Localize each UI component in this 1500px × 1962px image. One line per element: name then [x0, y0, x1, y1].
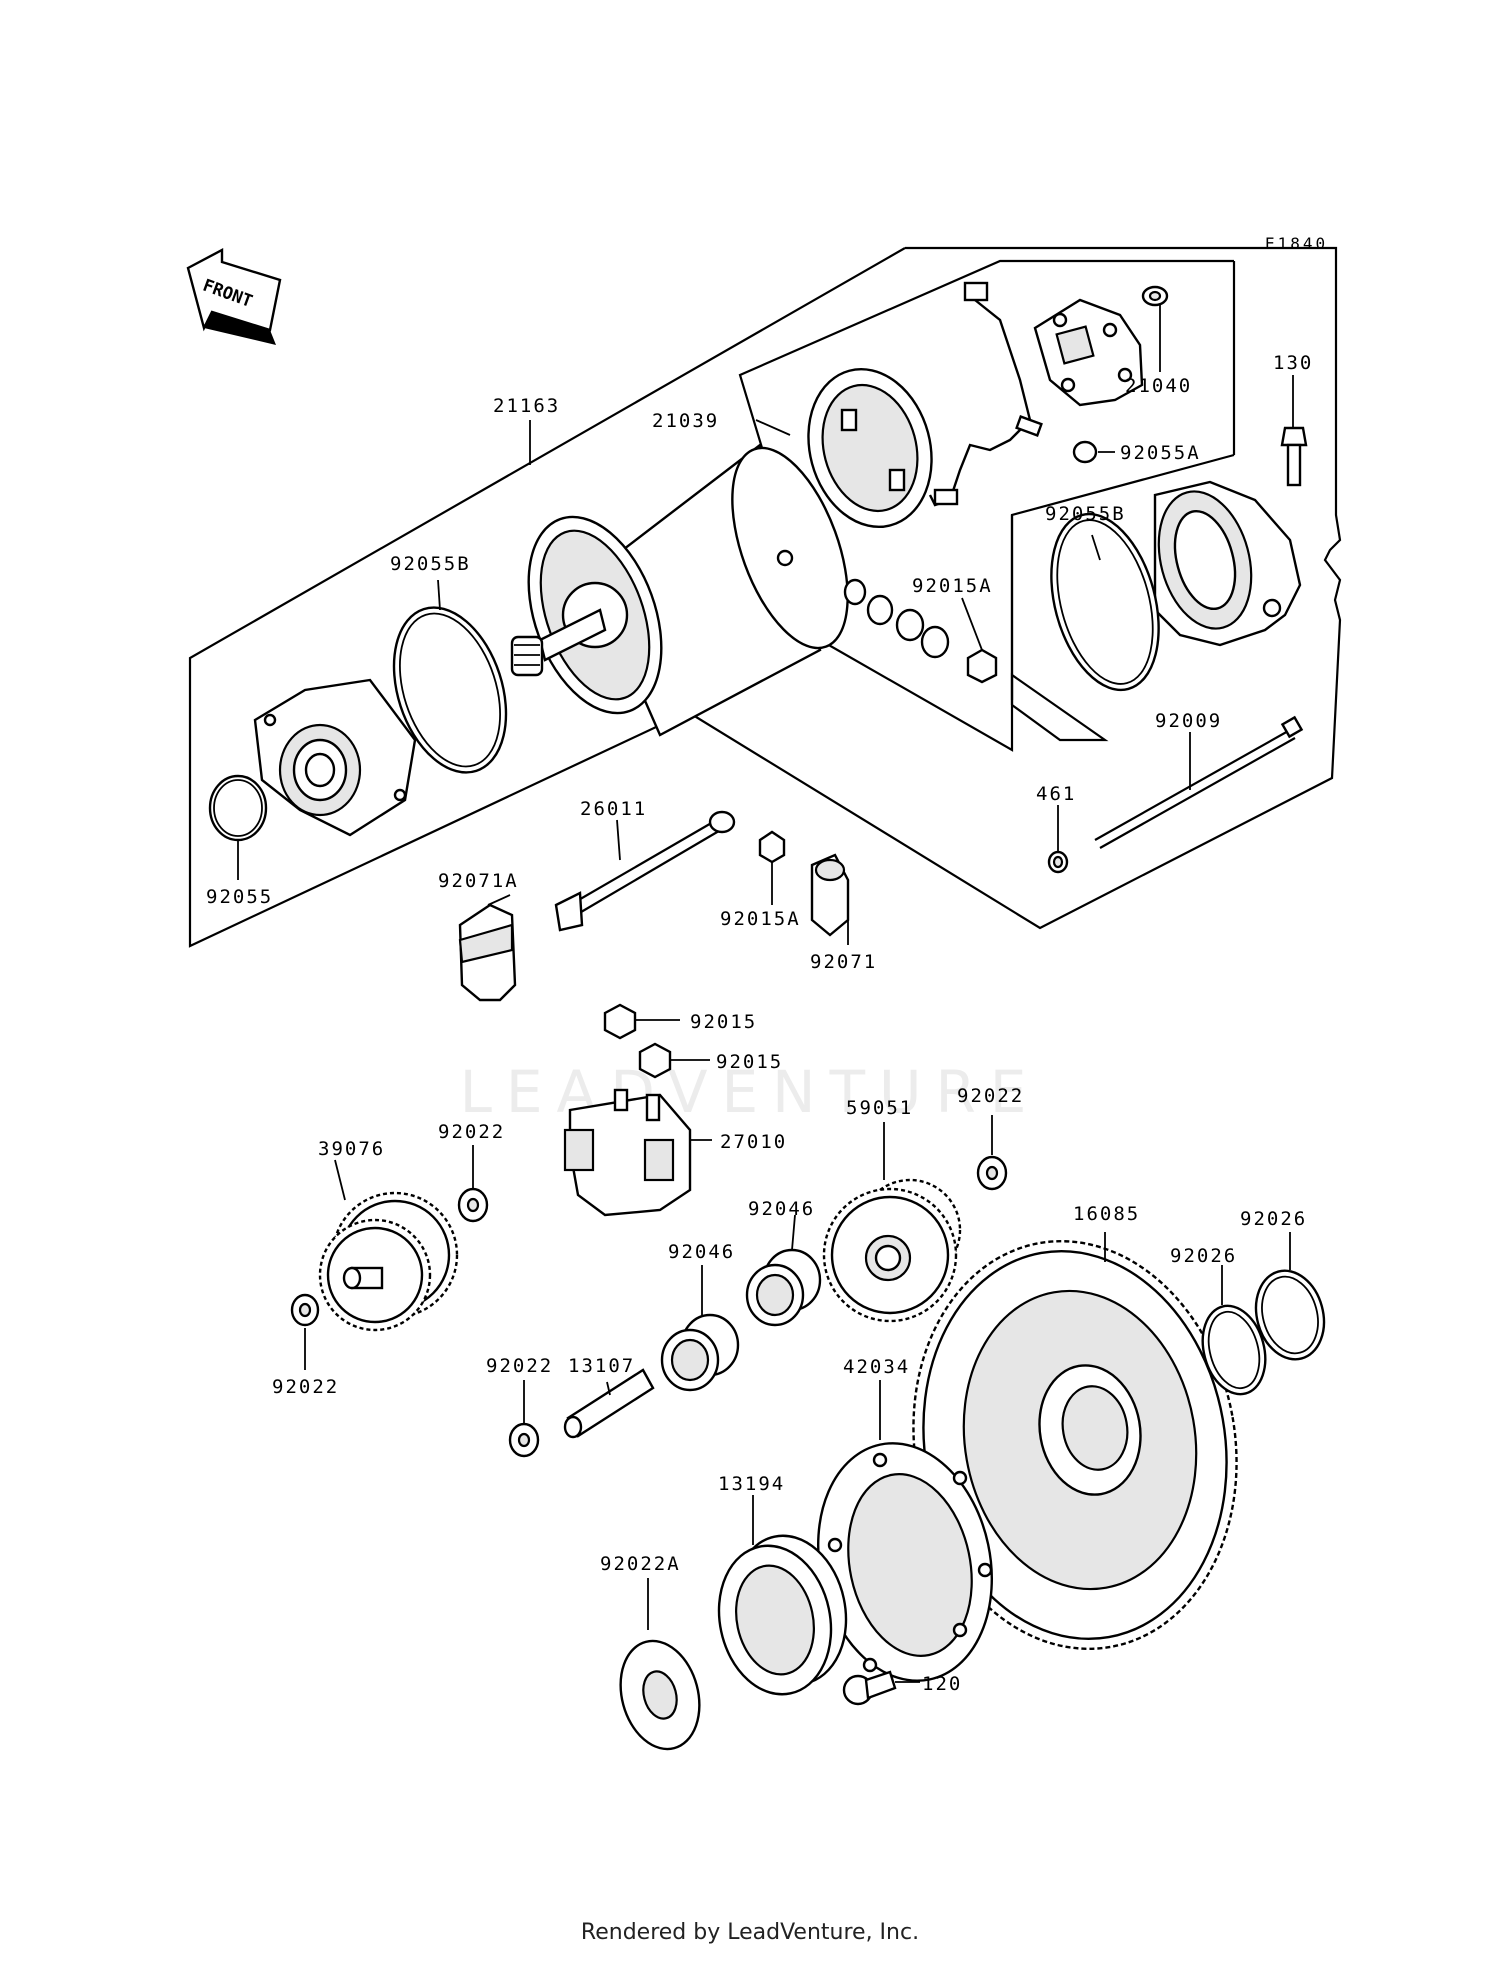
label-59051: 59051: [846, 1097, 913, 1119]
label-92022-left: 92022: [438, 1121, 505, 1143]
holder-42034: [816, 1442, 994, 1682]
label-92055a: 92055A: [1120, 442, 1201, 464]
label-92022-topright: 92022: [957, 1085, 1024, 1107]
gear-16085: [912, 1240, 1238, 1650]
bolt-120: [842, 1670, 897, 1706]
label-92071a: 92071A: [438, 870, 519, 892]
gear-39076: [318, 1191, 459, 1332]
cable-26011: [554, 810, 736, 932]
diagram-code: E1840: [1265, 234, 1328, 253]
label-92055b-left: 92055B: [390, 553, 471, 575]
bearing-92046-a: [660, 1313, 740, 1392]
label-27010: 27010: [720, 1131, 787, 1153]
label-92015a-mid: 92015A: [720, 908, 801, 930]
brush-holder-subgroup-outline: [738, 259, 1234, 752]
gear-59051: [822, 1178, 962, 1323]
label-92015-a: 92015: [690, 1011, 757, 1033]
o-ring-92055: [208, 774, 268, 842]
starter-assembly-outline: [188, 246, 1342, 948]
bolt-130: [1280, 426, 1308, 487]
brush-holder: [807, 367, 933, 529]
label-120: 120: [922, 1673, 962, 1695]
label-92015-b: 92015: [716, 1051, 783, 1073]
o-ring-92055a: [1072, 440, 1098, 464]
label-92022-bottomleft: 92022: [272, 1376, 339, 1398]
leader-lines: [237, 305, 1294, 1683]
label-92015a-top: 92015A: [912, 575, 993, 597]
cap-92071a: [458, 903, 517, 1002]
label-21163: 21163: [493, 395, 560, 417]
end-cover: [1153, 480, 1302, 647]
nut-92015-a: [603, 1003, 637, 1040]
label-461: 461: [1036, 783, 1076, 805]
label-130: 130: [1273, 352, 1313, 374]
label-92009: 92009: [1155, 710, 1222, 732]
starter-motor-body: [510, 442, 849, 737]
label-21040: 21040: [1125, 375, 1192, 397]
label-16085: 16085: [1073, 1203, 1140, 1225]
label-92026-b: 92026: [1240, 1208, 1307, 1230]
cap-92071: [810, 853, 850, 937]
nut-21040: [1141, 285, 1169, 307]
label-13194: 13194: [718, 1473, 785, 1495]
o-ring-92055b-right: [1050, 512, 1160, 692]
label-26011: 26011: [580, 798, 647, 820]
shaft-13107: [563, 1368, 655, 1439]
label-39076: 39076: [318, 1138, 385, 1160]
label-92071: 92071: [810, 951, 877, 973]
label-92055: 92055: [206, 886, 273, 908]
watermark-text: LEADVENTURE: [460, 1058, 1041, 1126]
label-42034: 42034: [843, 1356, 910, 1378]
starter-relay-27010: [563, 1088, 692, 1217]
label-92026-a: 92026: [1170, 1245, 1237, 1267]
label-92046-b: 92046: [748, 1198, 815, 1220]
brush-plate: [928, 281, 1144, 507]
ring-92026-b: [1254, 1269, 1326, 1361]
nut-92015a-mid: [758, 830, 786, 864]
footer-credit: Rendered by LeadVenture, Inc.: [580, 1920, 920, 1945]
label-13107: 13107: [568, 1355, 635, 1377]
bearing-92046-b: [745, 1248, 822, 1327]
washer-461: [1047, 850, 1069, 874]
label-92022-mid: 92022: [486, 1355, 553, 1377]
front-bracket: [253, 678, 417, 837]
label-92055b-right: 92055B: [1045, 503, 1126, 525]
washer-stack: [843, 578, 998, 684]
label-21039: 21039: [652, 410, 719, 432]
o-ring-92055b-left: [392, 606, 508, 774]
label-92046-a: 92046: [668, 1241, 735, 1263]
through-bolt-92009: [1094, 715, 1304, 849]
label-92022a: 92022A: [600, 1553, 681, 1575]
front-arrow-icon: FRONT: [186, 248, 282, 345]
nut-92015-b: [638, 1042, 672, 1079]
clutch-13194: [717, 1534, 848, 1696]
